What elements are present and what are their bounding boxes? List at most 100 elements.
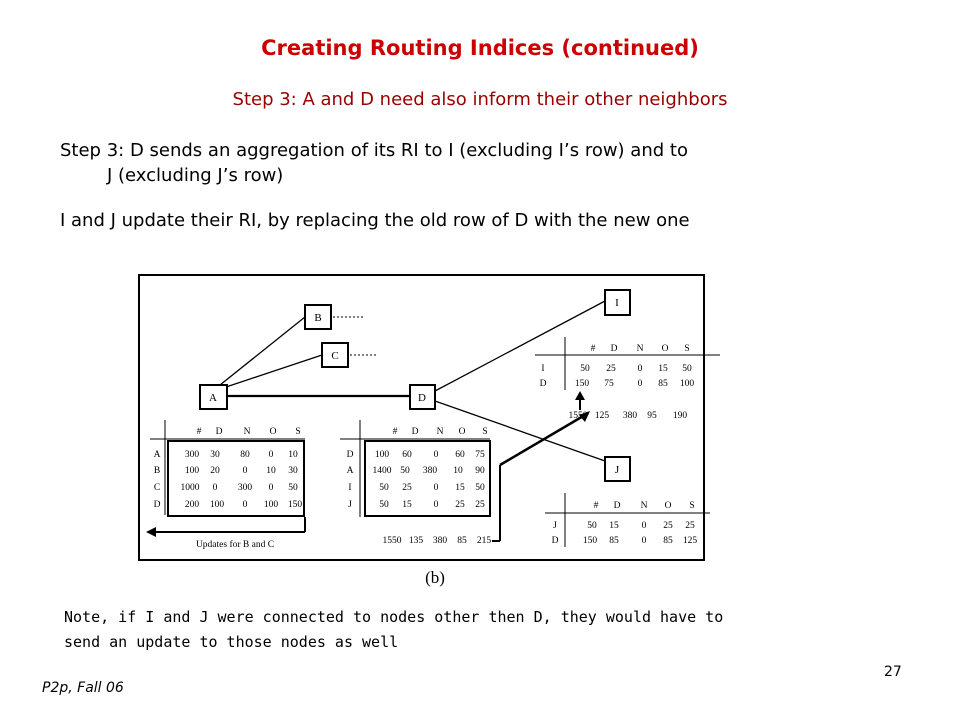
svg-text:200: 200 <box>185 500 200 510</box>
edge-d-i <box>434 300 606 392</box>
svg-text:0: 0 <box>243 500 248 510</box>
svg-text:O: O <box>662 344 669 354</box>
page-title: Creating Routing Indices (continued) <box>261 36 699 60</box>
svg-text:D: D <box>154 500 161 510</box>
svg-text:380: 380 <box>423 466 438 476</box>
svg-text:0: 0 <box>642 521 647 531</box>
svg-text:150: 150 <box>583 536 598 546</box>
svg-text:25: 25 <box>455 500 465 510</box>
table-i-aggregate: 1550 125 380 95 190 <box>569 411 688 421</box>
note-line-2: send an update to those nodes as well <box>64 633 399 651</box>
svg-text:O: O <box>459 427 466 437</box>
note-line-1: Note, if I and J were connected to nodes… <box>64 608 724 626</box>
svg-text:D: D <box>614 501 621 511</box>
svg-text:O: O <box>665 501 672 511</box>
svg-text:50: 50 <box>288 483 298 493</box>
svg-text:J: J <box>553 521 557 531</box>
svg-text:380: 380 <box>623 411 638 421</box>
svg-text:#: # <box>594 501 599 511</box>
svg-text:S: S <box>689 501 694 511</box>
svg-text:300: 300 <box>238 483 253 493</box>
node-a: A <box>199 384 228 410</box>
svg-text:30: 30 <box>288 466 298 476</box>
svg-text:10: 10 <box>288 450 298 460</box>
node-j: J <box>604 456 631 482</box>
svg-text:0: 0 <box>638 379 643 389</box>
update-arrow-right <box>492 411 590 542</box>
svg-text:60: 60 <box>455 450 465 460</box>
svg-text:S: S <box>295 427 300 437</box>
svg-text:1550: 1550 <box>569 411 588 421</box>
svg-text:85: 85 <box>609 536 619 546</box>
edge-d-j <box>434 400 606 462</box>
svg-text:0: 0 <box>213 483 218 493</box>
svg-text:150: 150 <box>288 500 303 510</box>
svg-text:A: A <box>209 392 217 404</box>
edge-a-b <box>219 316 306 386</box>
svg-text:380: 380 <box>433 536 448 546</box>
svg-text:100: 100 <box>264 500 279 510</box>
svg-text:190: 190 <box>673 411 688 421</box>
edge-a-c <box>219 354 323 390</box>
svg-text:75: 75 <box>604 379 614 389</box>
svg-text:95: 95 <box>647 411 657 421</box>
table-d-aggregate: 1550 135 380 85 215 <box>383 536 492 546</box>
svg-text:#: # <box>591 344 596 354</box>
svg-text:85: 85 <box>658 379 668 389</box>
svg-text:100: 100 <box>680 379 695 389</box>
svg-text:50: 50 <box>400 466 410 476</box>
svg-text:15: 15 <box>609 521 619 531</box>
note-text: Note, if I and J were connected to nodes… <box>64 605 864 655</box>
footer-label: P2p, Fall 06 <box>42 680 124 696</box>
svg-text:A: A <box>154 450 161 460</box>
svg-text:I: I <box>348 483 351 493</box>
svg-text:215: 215 <box>477 536 492 546</box>
aggregate-arrow-i <box>575 391 585 410</box>
svg-text:100: 100 <box>210 500 225 510</box>
svg-text:N: N <box>637 344 644 354</box>
svg-text:B: B <box>154 466 160 476</box>
svg-text:0: 0 <box>243 466 248 476</box>
svg-text:300: 300 <box>185 450 200 460</box>
svg-text:30: 30 <box>210 450 220 460</box>
svg-text:D: D <box>412 427 419 437</box>
svg-text:75: 75 <box>475 450 485 460</box>
svg-text:125: 125 <box>683 536 698 546</box>
svg-text:1000: 1000 <box>181 483 200 493</box>
svg-text:#: # <box>197 427 202 437</box>
update-arrow-left <box>146 517 306 537</box>
svg-text:N: N <box>244 427 251 437</box>
svg-text:150: 150 <box>575 379 590 389</box>
svg-text:15: 15 <box>455 483 465 493</box>
table-a-rows: A 300 30 80 0 10 B 100 20 0 10 30 C 1000… <box>154 450 303 510</box>
svg-text:85: 85 <box>663 536 673 546</box>
svg-text:100: 100 <box>185 466 200 476</box>
node-c: C <box>321 342 349 368</box>
svg-text:N: N <box>437 427 444 437</box>
update-label: Updates for B and C <box>196 539 274 550</box>
page-number: 27 <box>884 664 902 680</box>
svg-text:I: I <box>615 297 619 309</box>
routing-table-i: # D N O S I 50 25 0 15 50 D 150 75 0 85 … <box>535 337 720 421</box>
svg-text:15: 15 <box>658 364 668 374</box>
svg-text:D: D <box>540 379 547 389</box>
svg-text:J: J <box>615 464 620 476</box>
routing-table-d: # D N O S D 100 60 0 60 75 A 1400 50 380… <box>340 420 491 546</box>
svg-text:O: O <box>270 427 277 437</box>
routing-table-j: # D N O S J 50 15 0 25 25 D 150 85 0 85 … <box>545 493 710 547</box>
svg-text:85: 85 <box>457 536 467 546</box>
svg-text:0: 0 <box>434 500 439 510</box>
step-line-2: J (excluding J’s row) <box>107 165 284 186</box>
svg-text:25: 25 <box>402 483 412 493</box>
svg-text:0: 0 <box>269 483 274 493</box>
svg-text:D: D <box>418 392 426 404</box>
svg-text:S: S <box>684 344 689 354</box>
svg-text:D: D <box>611 344 618 354</box>
svg-text:0: 0 <box>434 483 439 493</box>
svg-text:135: 135 <box>409 536 424 546</box>
svg-text:25: 25 <box>606 364 616 374</box>
svg-text:50: 50 <box>475 483 485 493</box>
svg-text:25: 25 <box>663 521 673 531</box>
edges <box>219 300 606 462</box>
svg-text:25: 25 <box>685 521 695 531</box>
